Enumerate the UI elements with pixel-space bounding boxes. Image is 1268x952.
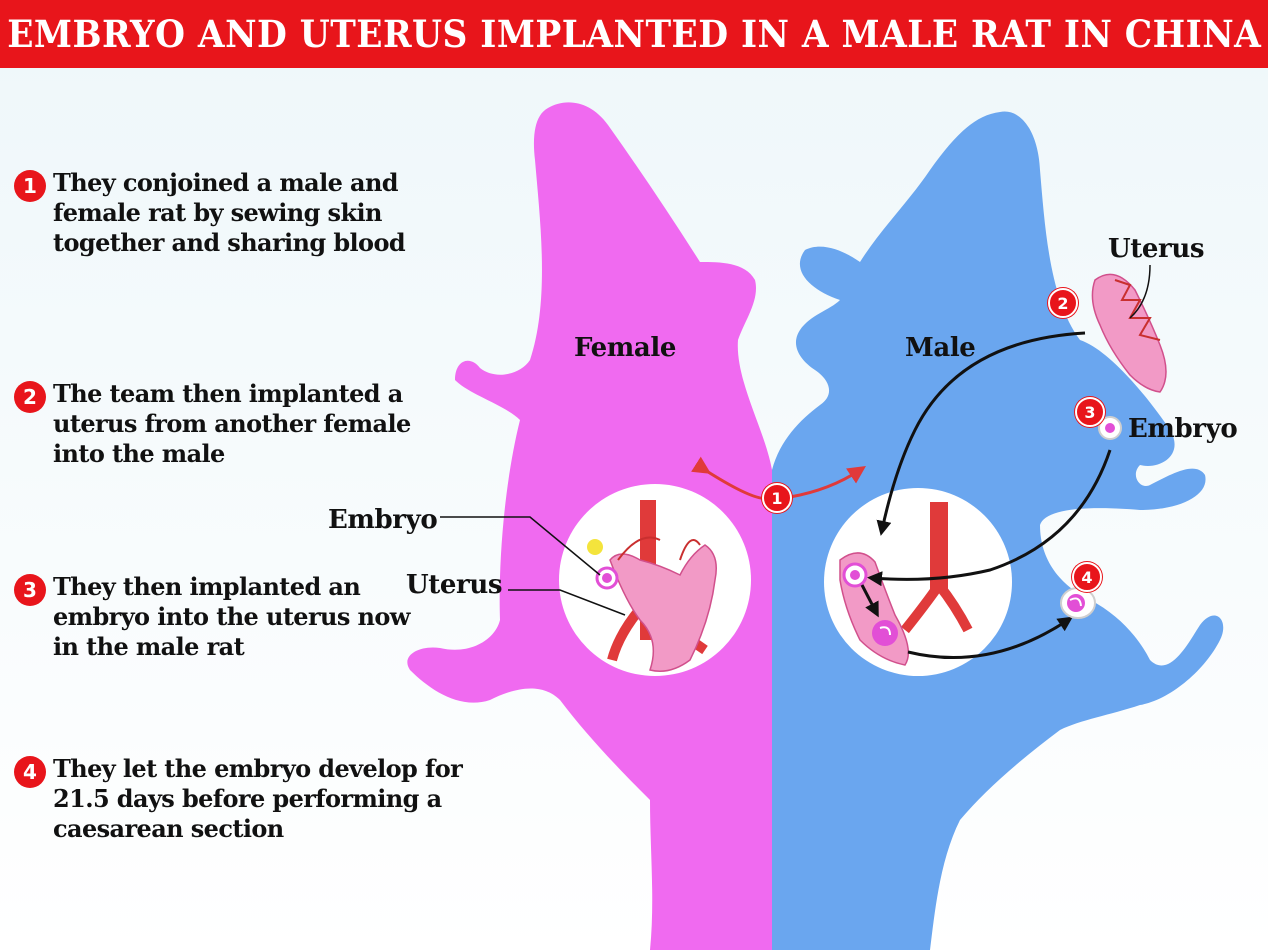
uterus-leader-line xyxy=(508,589,626,616)
step-text-4: They let the embryo develop for 21.5 day… xyxy=(53,754,463,843)
diagram-badge-3: 3 xyxy=(1075,397,1105,427)
step-text-2: The team then implanted a uterus from an… xyxy=(53,379,411,468)
step-number-3: 3 xyxy=(14,574,46,606)
step-3: 3 They then implanted an embryo into the… xyxy=(14,572,414,662)
step-number-4: 4 xyxy=(14,756,46,788)
step-1: 1 They conjoined a male and female rat b… xyxy=(14,168,414,258)
male-rat-silhouette xyxy=(772,111,1224,951)
embryo-transfer-arrow xyxy=(867,449,1112,587)
step-text-1: They conjoined a male and female rat by … xyxy=(53,168,406,257)
offspring-icon xyxy=(1060,587,1096,619)
step-2: 2 The team then implanted a uterus from … xyxy=(14,379,414,469)
male-organ-inset xyxy=(824,488,1012,676)
donor-embryo-icon xyxy=(1098,416,1122,440)
donor-uterus xyxy=(1091,273,1167,393)
step-text-3: They then implanted an embryo into the u… xyxy=(53,572,410,661)
join-arrow-right xyxy=(789,466,866,499)
step-4: 4 They let the embryo develop for 21.5 d… xyxy=(14,754,464,844)
uterus-pointer-line xyxy=(1129,264,1151,319)
diagram-badge-1: 1 xyxy=(762,483,792,513)
diagram-badge-2: 2 xyxy=(1048,288,1078,318)
page-title: EMBRYO AND UTERUS IMPLANTED IN A MALE RA… xyxy=(6,12,1262,56)
embryo-leader-line xyxy=(440,516,601,576)
female-organ-inset xyxy=(559,484,751,676)
uterus-transfer-arrow xyxy=(876,331,1086,536)
step-number-2: 2 xyxy=(14,381,46,413)
title-banner: EMBRYO AND UTERUS IMPLANTED IN A MALE RA… xyxy=(0,0,1268,68)
step-number-1: 1 xyxy=(14,170,46,202)
uterus-label-right: Uterus xyxy=(1108,234,1205,264)
male-label: Male xyxy=(905,333,976,363)
female-label: Female xyxy=(574,333,676,363)
uterus-label-left: Uterus xyxy=(406,570,503,600)
embryo-label-right: Embryo xyxy=(1128,414,1238,444)
birth-arrow xyxy=(907,616,1073,660)
embryo-label-left: Embryo xyxy=(328,505,438,535)
diagram-badge-4: 4 xyxy=(1072,562,1102,592)
